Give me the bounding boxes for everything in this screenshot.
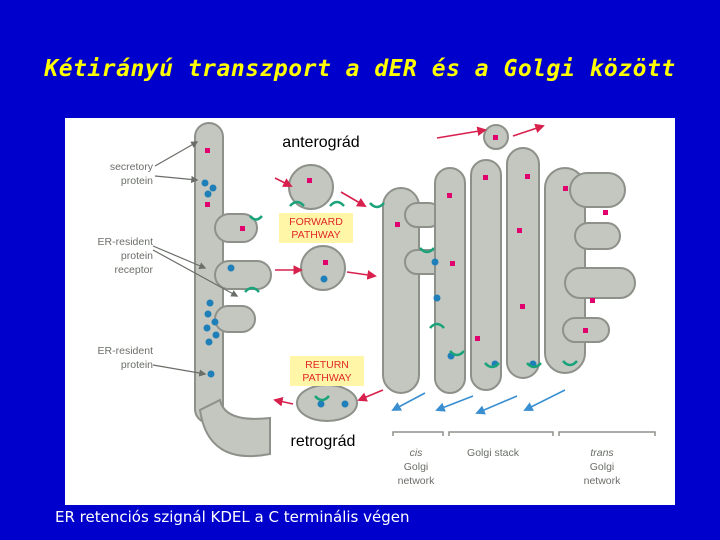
transport-arrows: [273, 123, 545, 407]
cisterna-3: [470, 159, 502, 391]
cis-line1: cis: [410, 447, 424, 459]
slide-title: Kétirányú transzport a dER és a Golgi kö…: [44, 56, 676, 82]
return-pathway-box: RETURN PATHWAY: [290, 356, 364, 386]
kdel-receptors: [244, 200, 578, 402]
label-receptor-line2: protein: [121, 250, 153, 262]
transport-vesicles: [288, 124, 509, 422]
forward-line1: FORWARD: [289, 216, 343, 228]
er-resident-proteins: [201, 179, 537, 408]
trans-line2: Golgi: [590, 461, 615, 473]
label-anterograd: anterográd: [282, 134, 359, 151]
diagram-panel: secretory protein ER-resident protein re…: [65, 118, 675, 505]
return-line1: RETURN: [305, 359, 349, 371]
cis-cisterna: [382, 187, 420, 394]
left-labels: secretory protein ER-resident protein re…: [98, 161, 154, 371]
trans-line1: trans: [590, 447, 614, 459]
label-pointers: [152, 141, 239, 377]
trans-line3: network: [584, 475, 622, 487]
cisterna-2: [434, 167, 466, 394]
cis-line2: Golgi: [404, 461, 429, 473]
forward-pathway-box: FORWARD PATHWAY: [279, 213, 353, 243]
label-resident-line1: ER-resident: [98, 345, 154, 357]
region-labels: cis Golgi network Golgi stack trans Golg…: [398, 447, 622, 487]
cargo-proteins: [205, 135, 608, 341]
label-receptor-line1: ER-resident: [98, 236, 154, 248]
label-secretory-line2: protein: [121, 175, 153, 187]
golgi-cisternae: [382, 147, 636, 394]
cisterna-4: [506, 147, 540, 379]
label-retrograd: retrográd: [291, 433, 356, 450]
forward-line2: PATHWAY: [291, 229, 340, 241]
label-secretory-line1: secretory: [110, 161, 154, 173]
vesicle-forward-bottom: [300, 245, 346, 291]
label-receptor-line3: receptor: [114, 264, 153, 276]
stack-label: Golgi stack: [467, 447, 520, 459]
region-brackets: [392, 431, 656, 436]
caption: ER retenciós szignál KDEL a C terminális…: [55, 508, 410, 526]
er-membrane: [194, 122, 272, 458]
golgi-transport-diagram: secretory protein ER-resident protein re…: [98, 122, 656, 487]
retrograde-arrows: [391, 389, 566, 415]
return-line2: PATHWAY: [302, 372, 351, 384]
label-resident-line2: protein: [121, 359, 153, 371]
vesicle-forward-top: [288, 164, 334, 210]
cis-line3: network: [398, 475, 436, 487]
